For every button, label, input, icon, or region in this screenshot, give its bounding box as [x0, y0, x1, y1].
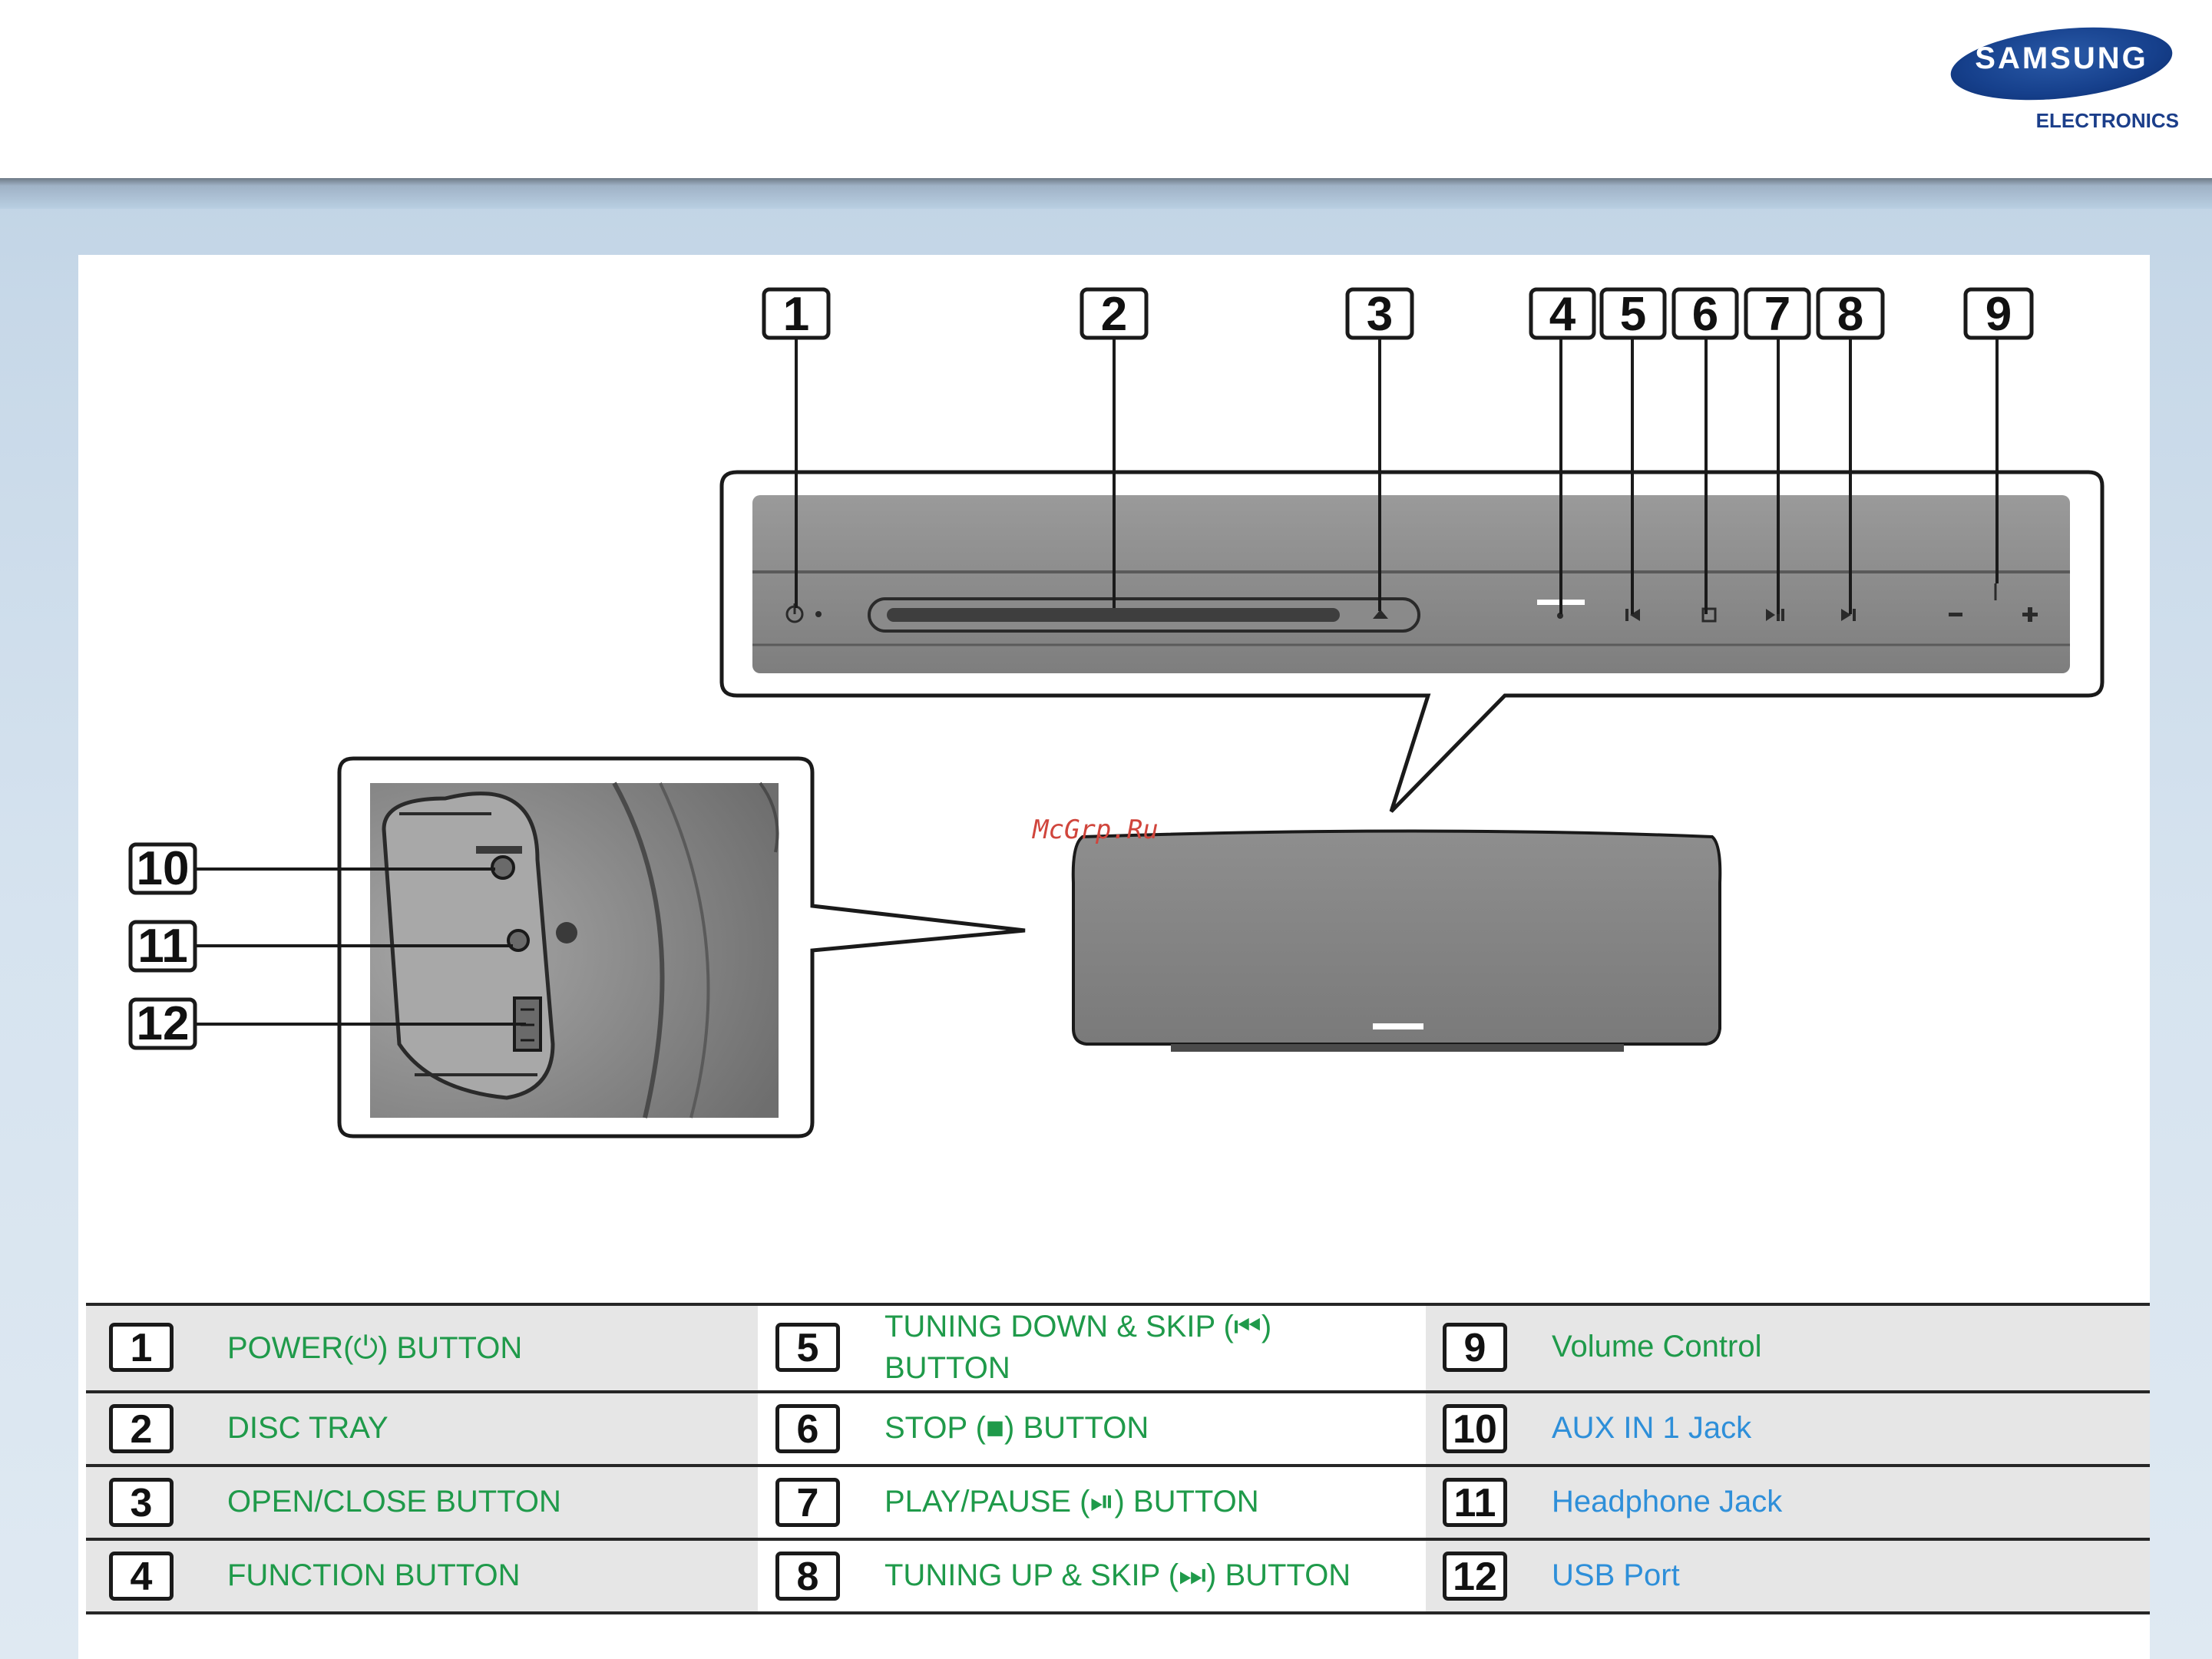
callout-8: 8 [1818, 288, 1883, 341]
callout-5: 5 [1602, 288, 1665, 341]
legend-row: 3 OPEN/CLOSE BUTTON 7 PLAY/PAUSE (⏯) BUT… [86, 1464, 2150, 1538]
legend-label: Headphone Jack [1552, 1481, 1782, 1522]
watermark: McGrp.Ru [1032, 815, 1159, 845]
legend-row: 2 DISC TRAY 6 STOP (■) BUTTON 10 AUX IN … [86, 1390, 2150, 1464]
callout-3: 3 [1347, 288, 1412, 341]
svg-text:10: 10 [137, 842, 190, 895]
legend-number: 9 [1443, 1323, 1507, 1372]
legend-cell: 7 PLAY/PAUSE (⏯) BUTTON [758, 1467, 1426, 1538]
legend-number: 10 [1443, 1404, 1507, 1453]
disc-tray-opening [887, 608, 1340, 622]
callout-11: 11 [131, 920, 195, 973]
legend-label: DISC TRAY [227, 1407, 389, 1449]
svg-text:4: 4 [1549, 288, 1576, 341]
callout-1: 1 [764, 288, 828, 341]
legend-number: 4 [109, 1552, 174, 1601]
legend-label: AUX IN 1 Jack [1552, 1407, 1751, 1449]
legend-cell: 8 TUNING UP & SKIP (⏭) BUTTON [758, 1541, 1426, 1611]
legend-cell: 4 FUNCTION BUTTON [86, 1541, 758, 1611]
svg-text:11: 11 [137, 920, 188, 973]
legend-label-line1: TUNING DOWN & SKIP (⏮) [884, 1306, 1271, 1347]
svg-text:6: 6 [1692, 288, 1718, 341]
callout-7: 7 [1746, 288, 1809, 341]
svg-text:3: 3 [1367, 288, 1393, 341]
main-unit-base [1171, 1044, 1624, 1052]
volume-minus-icon [1949, 613, 1962, 616]
legend-number: 12 [1443, 1552, 1507, 1601]
legend-number: 1 [109, 1323, 174, 1372]
device-diagram: 1 2 3 4 5 6 7 8 9 McGrp.Ru [0, 0, 2212, 1297]
callout-10: 10 [131, 842, 195, 895]
aux-jack [492, 857, 514, 878]
legend-label: Volume Control [1552, 1326, 1761, 1367]
legend-label: FUNCTION BUTTON [227, 1555, 520, 1596]
legend-label: PLAY/PAUSE (⏯) BUTTON [884, 1481, 1259, 1522]
svg-text:8: 8 [1837, 288, 1863, 341]
legend-cell: 3 OPEN/CLOSE BUTTON [86, 1467, 758, 1538]
legend-cell: 6 STOP (■) BUTTON [758, 1393, 1426, 1464]
legend-row: 4 FUNCTION BUTTON 8 TUNING UP & SKIP (⏭)… [86, 1538, 2150, 1614]
legend-cell: 9 Volume Control [1426, 1306, 2150, 1390]
legend-label: STOP (■) BUTTON [884, 1407, 1149, 1449]
legend-cell: 1 POWER(⏻) BUTTON [86, 1306, 758, 1390]
main-unit: McGrp.Ru [1032, 815, 1720, 1052]
callout-12: 12 [131, 997, 195, 1050]
legend-number: 5 [775, 1323, 840, 1372]
legend-cell: 5 TUNING DOWN & SKIP (⏮) BUTTON [758, 1306, 1426, 1390]
legend-number: 2 [109, 1404, 174, 1453]
legend-cell: 12 USB Port [1426, 1541, 2150, 1611]
svg-text:12: 12 [137, 997, 190, 1050]
legend-number: 11 [1443, 1478, 1507, 1527]
legend-number: 7 [775, 1478, 840, 1527]
legend-number: 6 [775, 1404, 840, 1453]
headphone-jack [508, 930, 528, 950]
legend-label: USB Port [1552, 1555, 1680, 1596]
svg-text:2: 2 [1101, 288, 1127, 341]
svg-text:9: 9 [1986, 288, 2012, 341]
legend-label: TUNING UP & SKIP (⏭) BUTTON [884, 1555, 1351, 1596]
svg-text:1: 1 [783, 288, 809, 341]
legend-table: 1 POWER(⏻) BUTTON 5 TUNING DOWN & SKIP (… [86, 1303, 2150, 1616]
callout-6: 6 [1674, 288, 1737, 341]
legend-row: 1 POWER(⏻) BUTTON 5 TUNING DOWN & SKIP (… [86, 1303, 2150, 1390]
legend-label: POWER(⏻) BUTTON [227, 1327, 522, 1369]
callout-9: 9 [1966, 288, 2032, 341]
callout-4: 4 [1531, 288, 1594, 341]
legend-number: 3 [109, 1478, 174, 1527]
callout-2: 2 [1082, 288, 1146, 341]
legend-cell: 10 AUX IN 1 Jack [1426, 1393, 2150, 1464]
main-unit-body [1073, 831, 1721, 1045]
svg-text:5: 5 [1620, 288, 1646, 341]
legend-number: 8 [775, 1552, 840, 1601]
legend-label: OPEN/CLOSE BUTTON [227, 1481, 561, 1522]
front-panel-face [752, 495, 2070, 673]
front-panel-callout [722, 472, 2102, 811]
legend-label-line2: BUTTON [884, 1347, 1010, 1389]
svg-text:7: 7 [1764, 288, 1790, 341]
main-unit-indicator [1373, 1023, 1423, 1029]
legend-cell: 11 Headphone Jack [1426, 1467, 2150, 1538]
legend-cell: 2 DISC TRAY [86, 1393, 758, 1464]
